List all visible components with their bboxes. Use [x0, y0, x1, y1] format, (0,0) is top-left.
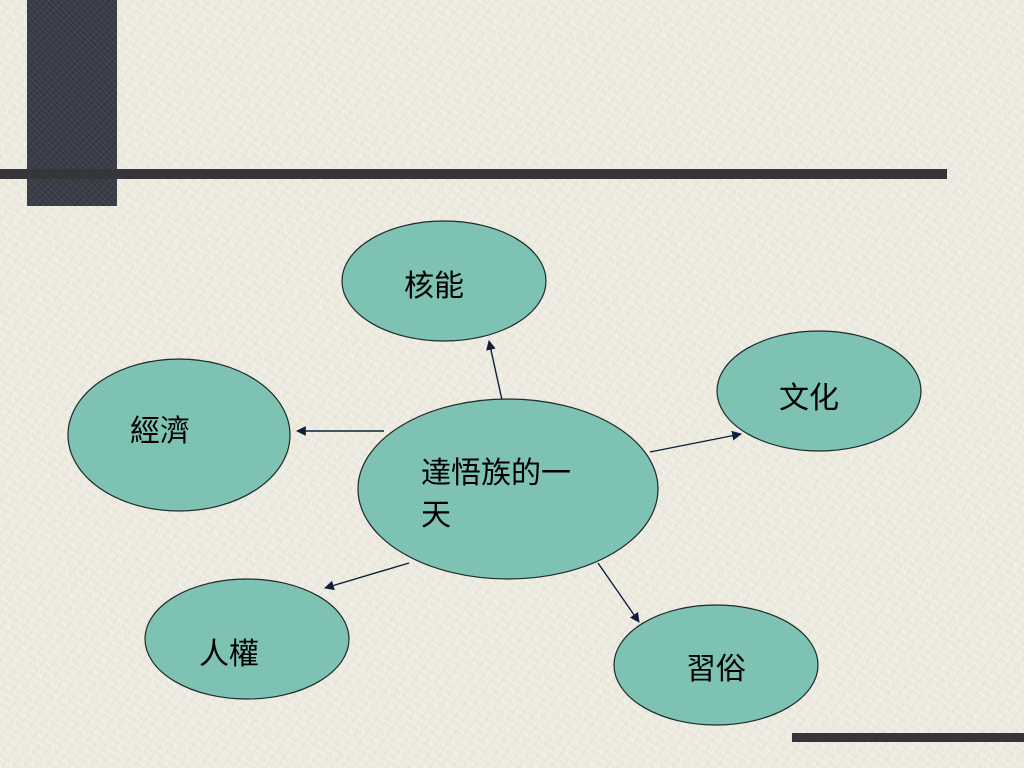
- node-culture-label: 文化: [779, 381, 839, 416]
- node-customs-label: 習俗: [686, 652, 746, 687]
- bottom-divider-bar: [792, 733, 1024, 742]
- arrow-to-human-rights: [324, 562, 410, 591]
- node-human-rights-label: 人權: [199, 637, 259, 672]
- arrow-to-nuclear: [486, 340, 503, 401]
- node-human-rights: 人權: [144, 578, 350, 700]
- node-center: 達悟族的一 天: [357, 398, 659, 580]
- arrow-to-customs: [597, 562, 640, 623]
- node-nuclear-label: 核能: [404, 269, 464, 304]
- node-culture: 文化: [716, 330, 922, 452]
- node-center-label-line1: 達悟族的一: [421, 456, 571, 491]
- node-center-label-line2: 天: [421, 498, 451, 533]
- arrow-to-culture: [649, 430, 742, 453]
- node-economy-label: 經濟: [130, 414, 190, 449]
- node-nuclear: 核能: [341, 220, 547, 342]
- top-divider-bar: [0, 169, 947, 179]
- node-economy: 經濟: [67, 358, 291, 512]
- node-customs: 習俗: [613, 604, 819, 726]
